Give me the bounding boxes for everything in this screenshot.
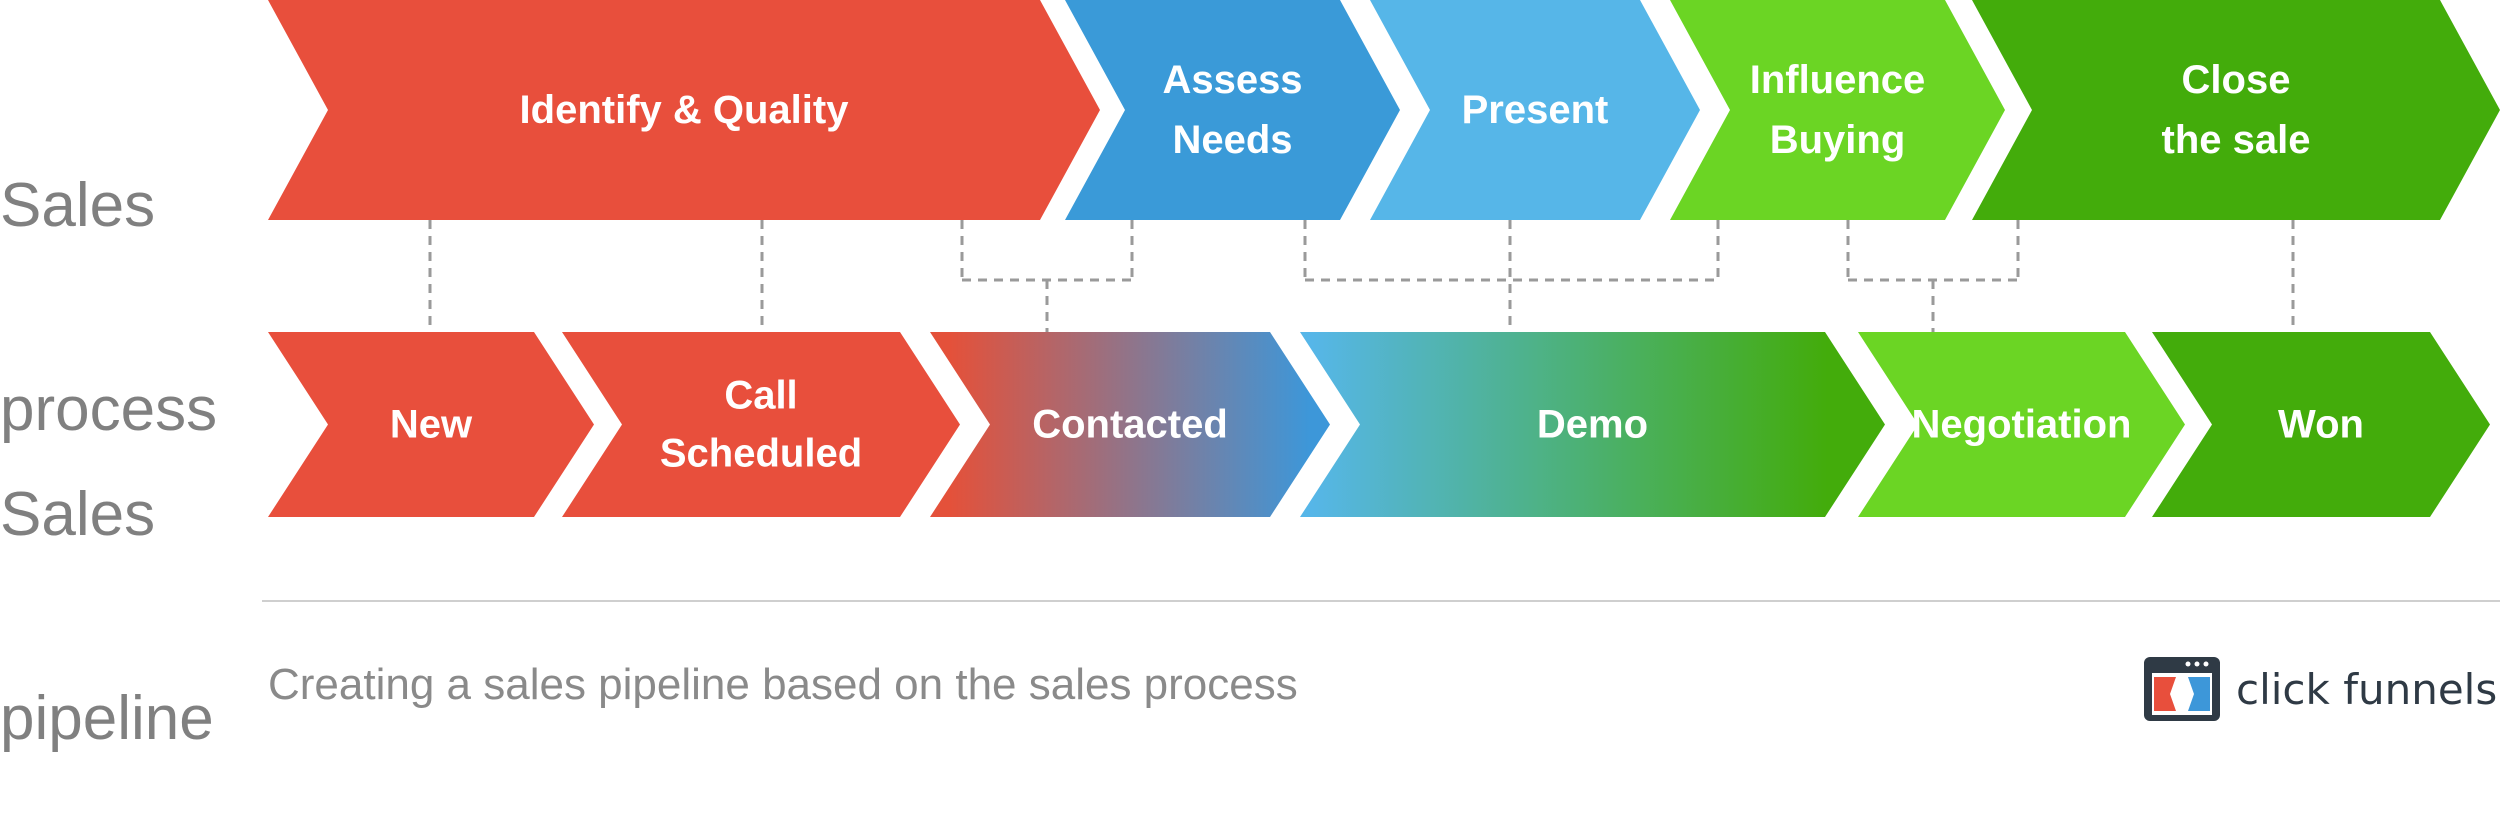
process-stage-label: Present bbox=[1462, 88, 1609, 132]
pipeline-stage-negotiation bbox=[1858, 332, 2185, 517]
process-stage-present bbox=[1370, 0, 1700, 220]
row-label-sales-process: Sales process bbox=[0, 36, 217, 512]
pipeline-stage-label: Scheduled bbox=[660, 432, 862, 476]
row-label-sales-pipeline: Sales pipeline bbox=[0, 345, 214, 821]
connector-lines bbox=[428, 220, 2295, 332]
process-stage-label: Close bbox=[2182, 58, 2291, 102]
process-stage-identify-quality bbox=[268, 0, 1100, 220]
clickfunnels-logo-icon bbox=[2144, 657, 2220, 721]
process-stage-influence-buying bbox=[1670, 0, 2005, 220]
brand-name: click funnels bbox=[2236, 664, 2498, 714]
pipeline-stage-label: New bbox=[390, 403, 473, 447]
pipeline-stage-call-scheduled bbox=[562, 332, 960, 517]
row-label-line: Sales bbox=[0, 171, 156, 240]
pipeline-stage-label: Negotiation bbox=[1912, 403, 2132, 447]
process-stage-close-the-sale bbox=[1972, 0, 2500, 220]
process-stage-label: the sale bbox=[2162, 118, 2311, 162]
process-stage-label: Influence bbox=[1750, 58, 1926, 102]
process-stage-label: Needs bbox=[1172, 118, 1292, 162]
pipeline-stage-label: Demo bbox=[1537, 403, 1648, 447]
pipeline-stage-contacted bbox=[930, 332, 1330, 517]
pipeline-stage-demo bbox=[1300, 332, 1885, 517]
process-stage-label: Identify & Quality bbox=[520, 88, 850, 132]
process-stage-label: Buying bbox=[1770, 118, 1906, 162]
process-stage-assess-needs bbox=[1065, 0, 1400, 220]
pipeline-stage-new bbox=[268, 332, 594, 517]
caption: Creating a sales pipeline based on the s… bbox=[268, 660, 1298, 709]
row-label-line: Sales bbox=[0, 480, 156, 549]
row-label-line: pipeline bbox=[0, 684, 214, 753]
pipeline-stage-label: Contacted bbox=[1032, 403, 1228, 447]
pipeline-stage-won bbox=[2152, 332, 2490, 517]
brand[interactable]: click funnels bbox=[2144, 656, 2497, 722]
pipeline-stage-label: Won bbox=[2278, 403, 2364, 447]
process-stage-label: Assess bbox=[1162, 58, 1302, 102]
pipeline-stage-label: Call bbox=[724, 374, 797, 418]
row-label-line: process bbox=[0, 375, 218, 444]
